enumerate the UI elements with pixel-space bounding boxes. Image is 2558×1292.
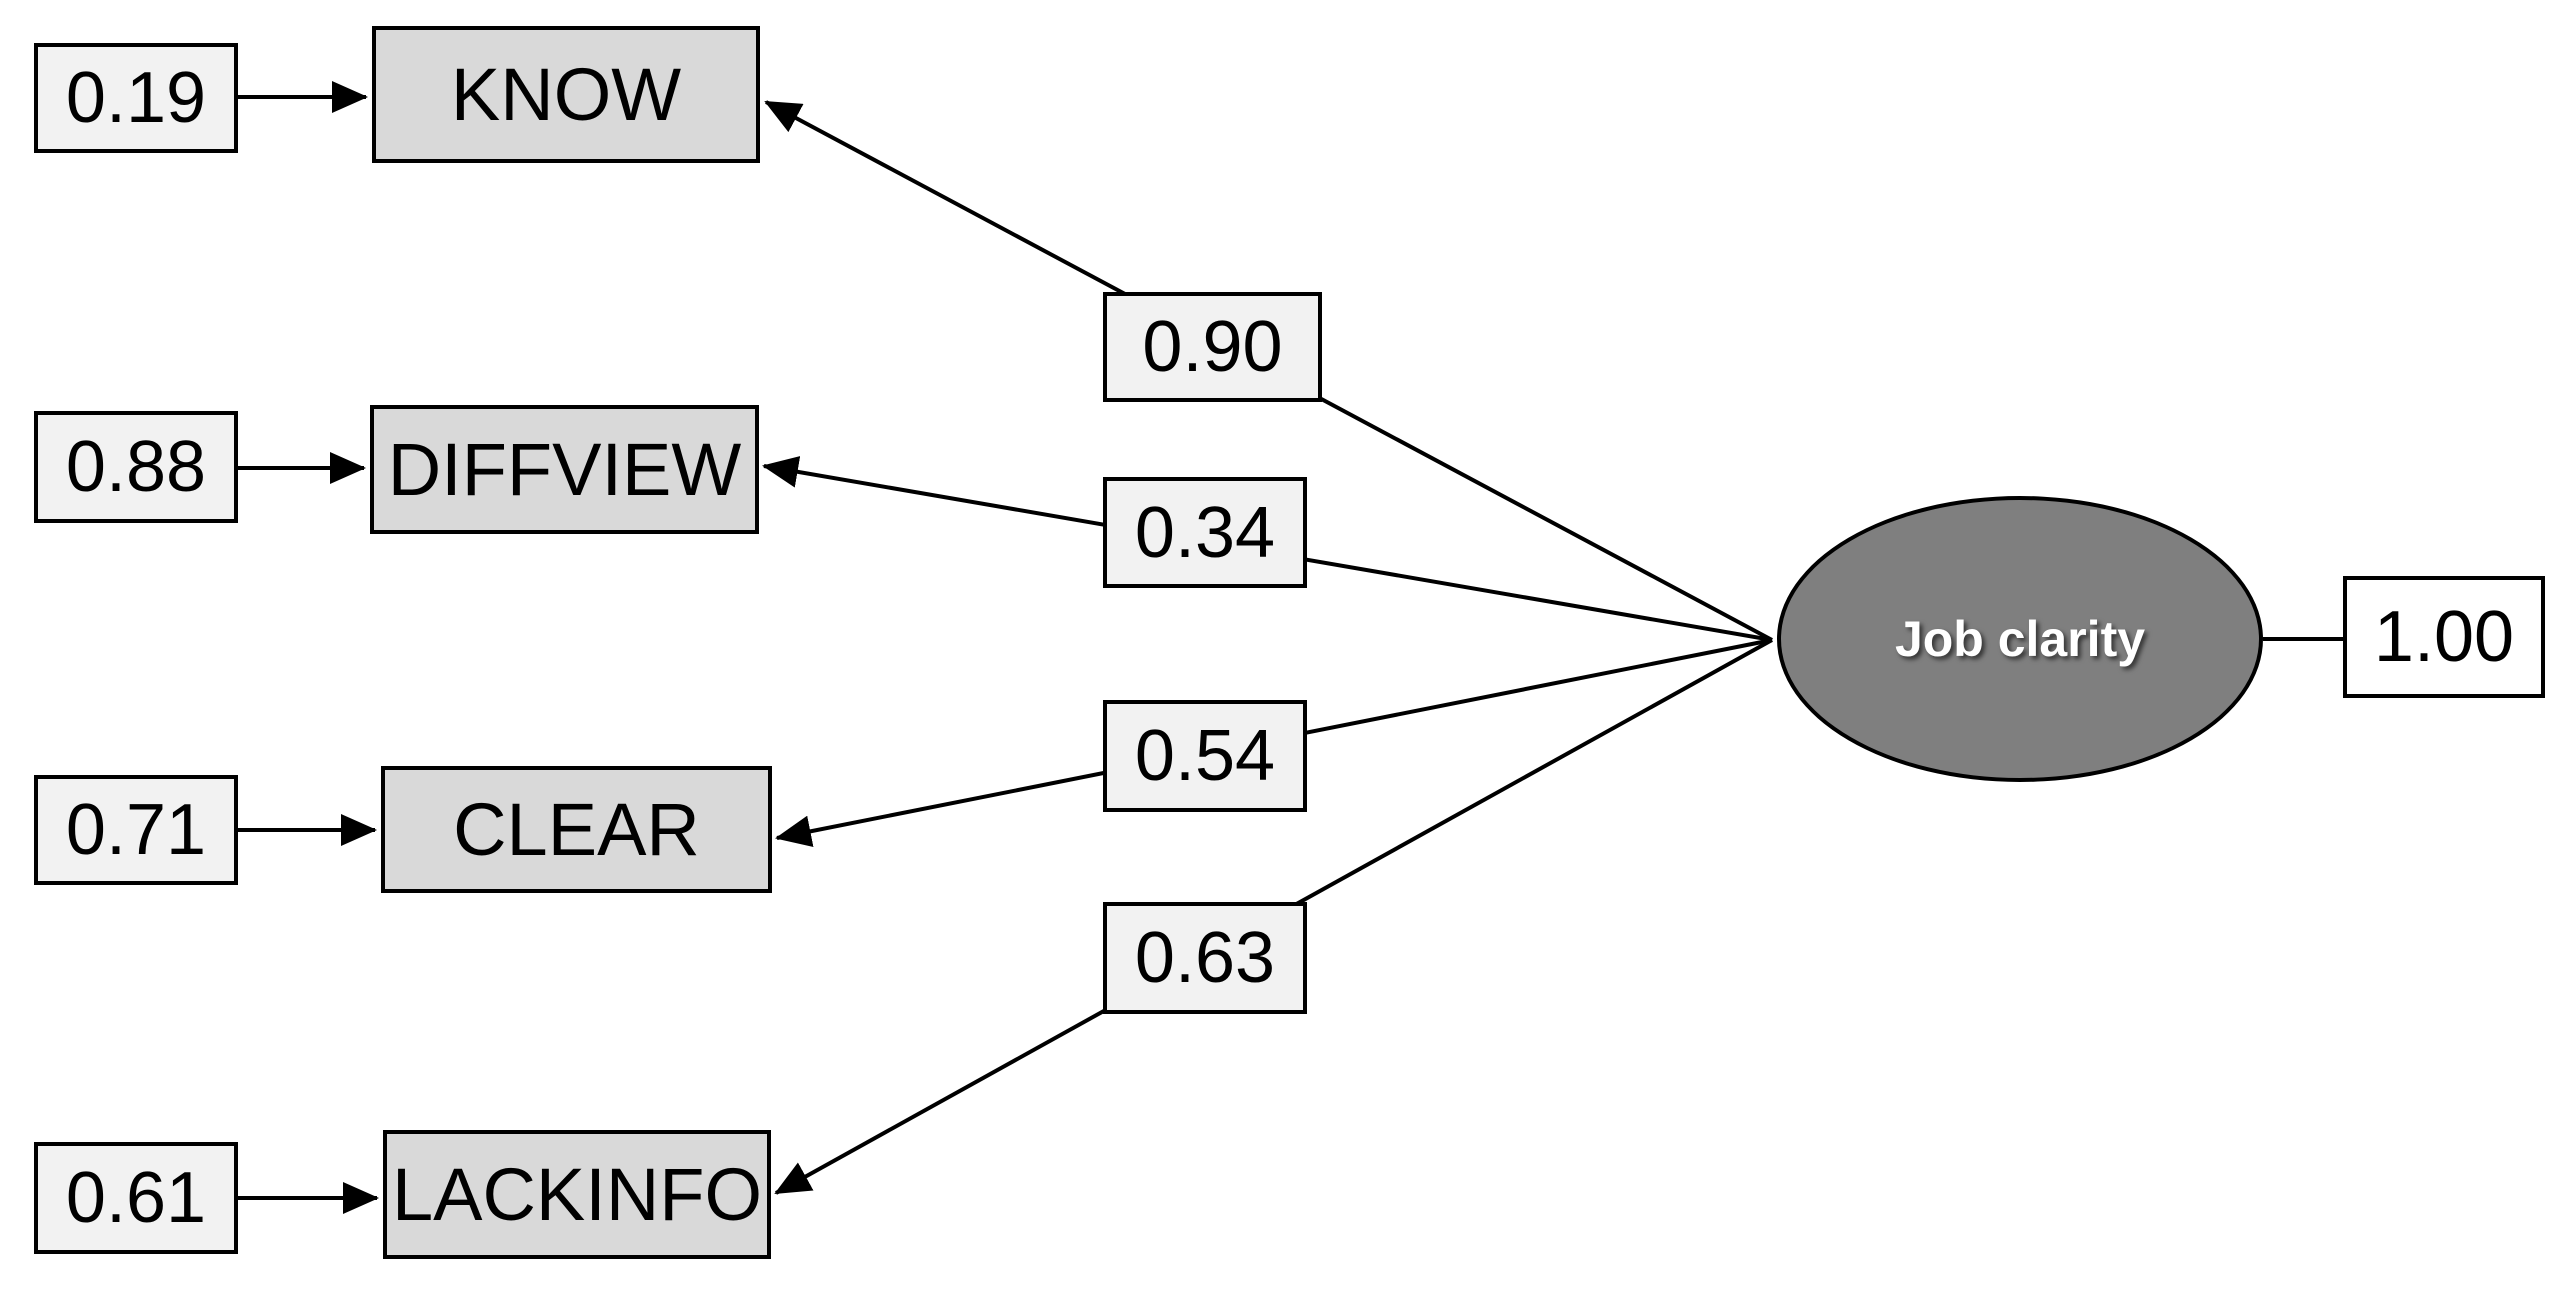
loading-value: 0.54 <box>1134 716 1276 796</box>
error-variance-value: 0.61 <box>65 1158 207 1238</box>
latent-variance-box: 1.00 <box>2343 576 2545 698</box>
loading-box-clear: 0.54 <box>1103 700 1307 812</box>
loading-box-know: 0.90 <box>1103 292 1322 402</box>
indicator-box-clear: CLEAR <box>381 766 772 893</box>
loading-value: 0.34 <box>1134 492 1276 573</box>
indicator-label: CLEAR <box>453 788 700 871</box>
indicator-label: LACKINFO <box>391 1153 763 1236</box>
error-variance-box-clear: 0.71 <box>34 775 238 885</box>
indicator-label: DIFFVIEW <box>387 428 742 511</box>
error-variance-box-diffview: 0.88 <box>34 411 238 523</box>
indicator-box-lackinfo: LACKINFO <box>383 1130 771 1259</box>
latent-variable-label: Job clarity <box>1894 611 2146 667</box>
indicator-box-know: KNOW <box>372 26 760 163</box>
latent-variable-ellipse: Job clarity <box>1777 496 2263 782</box>
indicator-label: KNOW <box>450 53 682 136</box>
error-variance-value: 0.71 <box>65 790 207 870</box>
error-variance-box-lackinfo: 0.61 <box>34 1142 238 1254</box>
loading-box-lackinfo: 0.63 <box>1103 902 1307 1014</box>
loading-value: 0.90 <box>1142 307 1283 387</box>
error-variance-value: 0.19 <box>65 58 207 138</box>
error-variance-box-know: 0.19 <box>34 43 238 153</box>
latent-variance-value: 1.00 <box>2373 597 2515 677</box>
error-variance-value: 0.88 <box>65 427 207 507</box>
indicator-box-diffview: DIFFVIEW <box>370 405 759 534</box>
loading-value: 0.63 <box>1134 918 1276 998</box>
loading-box-diffview: 0.34 <box>1103 477 1307 588</box>
